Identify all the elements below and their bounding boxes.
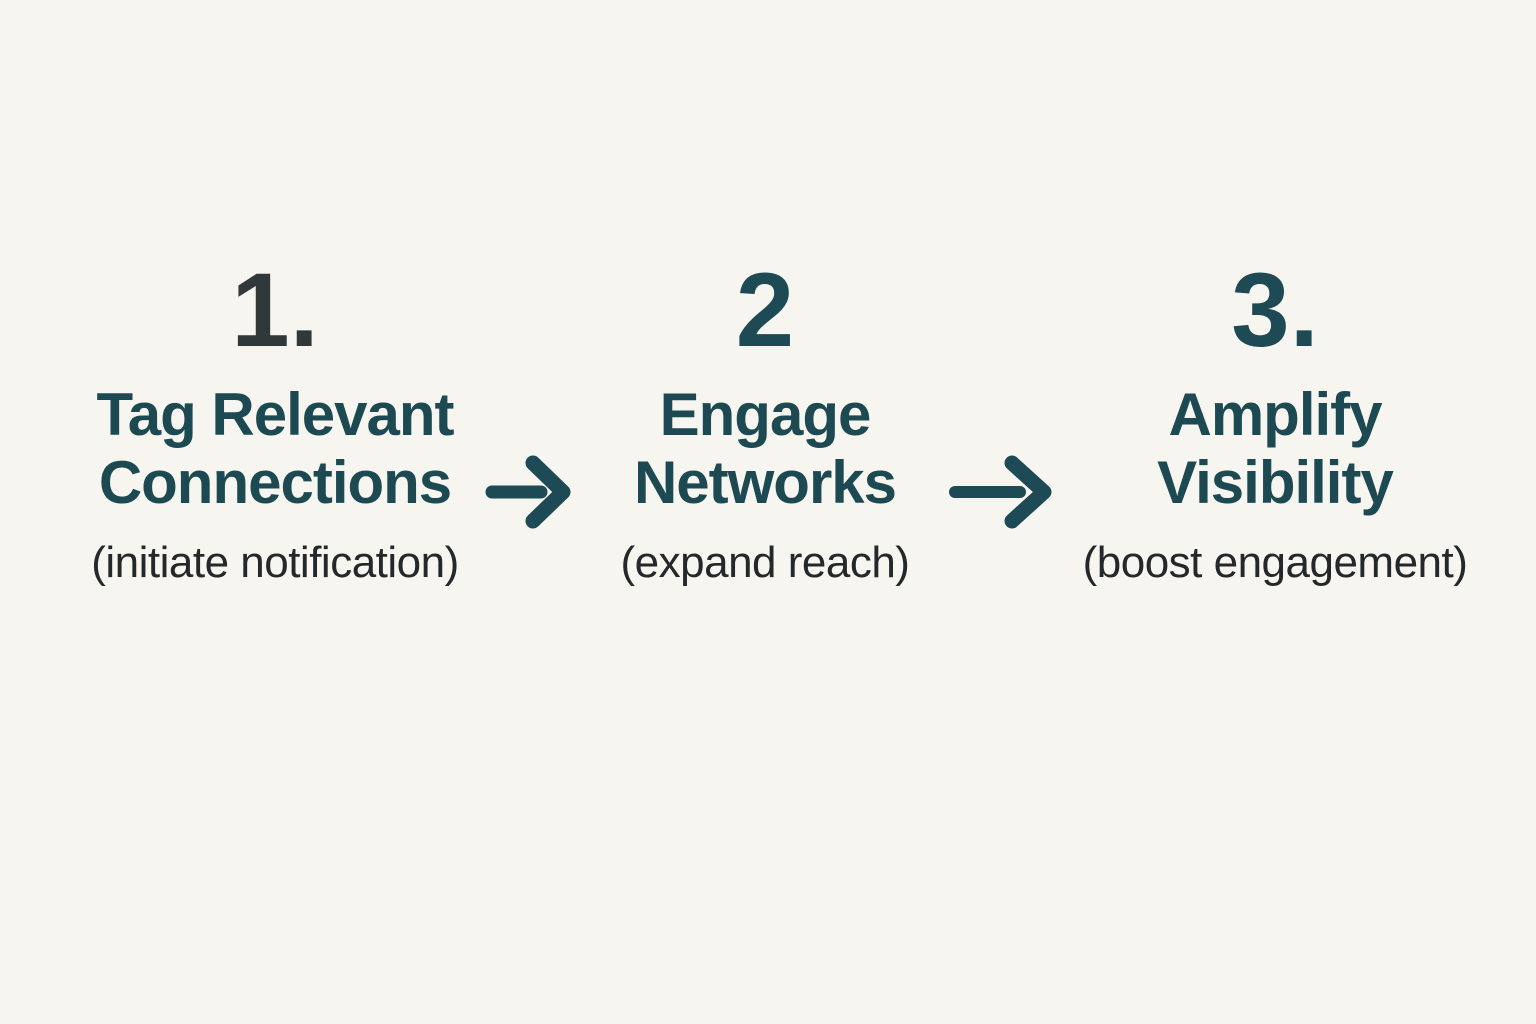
step-1-number: 1. bbox=[231, 252, 319, 369]
step-1-title-line-1: Tag Relevant bbox=[96, 381, 455, 448]
step-1-title: Tag Relevant Connections bbox=[55, 381, 495, 517]
step-1-title-line-2: Connections bbox=[98, 448, 452, 516]
step-1-subtitle: (initiate notification) bbox=[91, 537, 459, 587]
step-2-number: 2 bbox=[735, 252, 795, 369]
step-2-title: Engage Networks bbox=[595, 381, 935, 517]
step-2-subtitle: (expand reach) bbox=[620, 537, 910, 587]
step-3-title: Amplify Visibility bbox=[1055, 381, 1495, 517]
step-2-title-line-1: Engage bbox=[659, 381, 872, 448]
step-2-title-line-2: Networks bbox=[633, 448, 897, 516]
step-1: 1. Tag Relevant Connections (initiate no… bbox=[55, 258, 495, 589]
step-3-title-line-2: Visibility bbox=[1157, 448, 1394, 516]
step-3: 3. Amplify Visibility (boost engagement) bbox=[1055, 258, 1495, 589]
right-arrow-icon bbox=[948, 450, 1056, 534]
step-3-subtitle: (boost engagement) bbox=[1082, 537, 1468, 587]
step-2: 2 Engage Networks (expand reach) bbox=[595, 258, 935, 589]
right-arrow-icon bbox=[483, 450, 575, 534]
step-3-number: 3. bbox=[1231, 252, 1319, 369]
step-3-title-line-1: Amplify bbox=[1168, 381, 1382, 448]
